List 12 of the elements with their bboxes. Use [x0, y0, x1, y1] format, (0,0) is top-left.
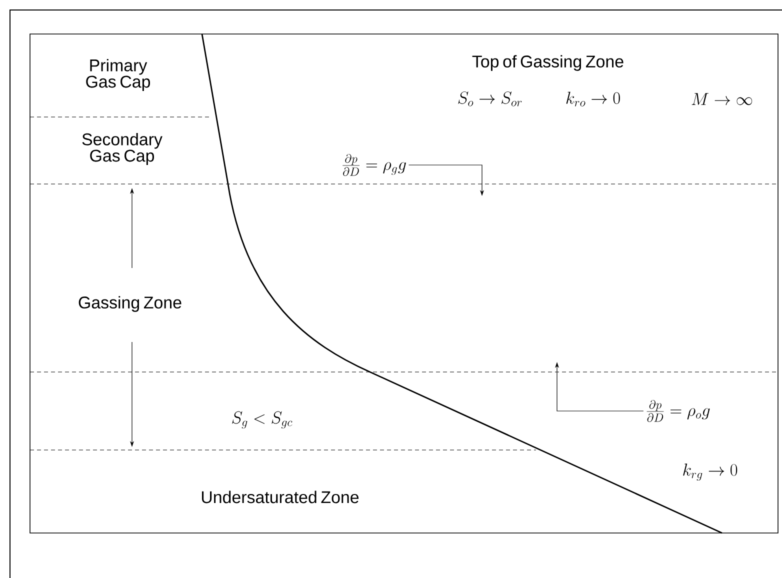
formula: $S_o \to S_{or}$	[458, 91, 522, 106]
formula: $M \to \infty$	[692, 93, 752, 106]
zone-label: Top of Gassing Zone	[472, 55, 624, 71]
formula: $k_{rg} \to 0$	[683, 464, 738, 481]
zone-label: Secondary Gas Cap	[82, 132, 162, 166]
gradient-formula: $\frac{\partial p}{\partial D} = \rho_g g$	[342, 154, 406, 176]
zone-label: Gassing Zone	[78, 296, 182, 312]
formula: $S_g < S_{gc}$	[232, 411, 292, 428]
formula: $k_{ro} \to 0$	[566, 92, 620, 106]
gradient-formula: $\frac{\partial p}{\partial D} = \rho_o g$	[646, 400, 710, 422]
zone-label: Undersaturated Zone	[202, 490, 359, 504]
zone-label: Primary Gas Cap	[86, 58, 150, 92]
